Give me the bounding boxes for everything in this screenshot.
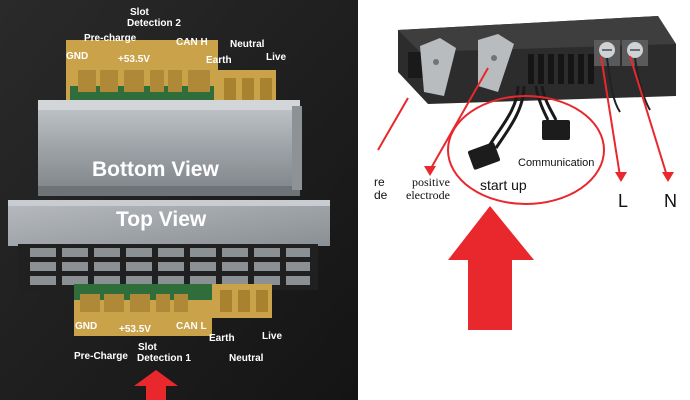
- label-slot-top-1: Slot: [138, 342, 157, 353]
- label-slot-bottom-2: Detection 2: [127, 18, 181, 29]
- wires-and-plugs: [467, 85, 570, 170]
- label-positive-1: positive: [412, 175, 450, 189]
- label-neutral-top: Neutral: [229, 353, 264, 364]
- connector-photo-drawing: [377, 16, 676, 330]
- label-can-h: CAN H: [176, 37, 208, 48]
- label-precharge-top: Pre-Charge: [74, 351, 128, 362]
- top-view-title: Top View: [116, 208, 207, 231]
- fan-grill: [18, 244, 318, 290]
- annotation-arrows: [377, 55, 668, 205]
- label-earth-bottom: Earth: [206, 55, 232, 66]
- label-slot-top-2: Detection 1: [137, 353, 191, 364]
- top-metal-shell: [8, 200, 330, 246]
- label-start-up: start up: [480, 177, 527, 193]
- red-arrow-left: [134, 370, 178, 400]
- metal-tabs: [420, 34, 514, 96]
- label-gnd-top: GND: [75, 321, 98, 332]
- bottom-metal-shell: [38, 100, 302, 196]
- annotation-arrowheads: [424, 166, 674, 182]
- label-earth-top: Earth: [209, 333, 235, 344]
- label-l: L: [618, 191, 629, 211]
- label-slot-bottom-1: Slot: [130, 7, 149, 18]
- top-edge-connector: [74, 284, 272, 336]
- label-communication: Communication: [518, 157, 595, 169]
- label-precharge-bottom: Pre-charge: [84, 33, 137, 44]
- connector-photo-panel: re de positive electrode start up Commun…: [358, 0, 690, 400]
- label-voltage-top: +53.5V: [119, 324, 151, 335]
- label-neutral-bottom: Neutral: [230, 39, 265, 50]
- label-live-top: Live: [262, 331, 283, 342]
- label-voltage-bottom: +53.5V: [118, 54, 150, 65]
- big-red-arrow: [448, 206, 534, 330]
- bottom-edge-connector: [66, 40, 276, 108]
- terminal-screws: [594, 40, 651, 113]
- label-n: N: [664, 191, 677, 211]
- psu-photo-drawing: [0, 0, 358, 400]
- label-gnd-bottom: GND: [66, 51, 89, 62]
- bottom-view-title: Bottom View: [92, 158, 219, 181]
- label-positive-2: electrode: [406, 188, 450, 202]
- label-cut-line1: re: [374, 175, 385, 189]
- label-live-bottom: Live: [266, 52, 287, 63]
- psu-photo-panel: GND Pre-charge +53.5V Slot Detection 2 C…: [0, 0, 358, 400]
- label-cut-line2: de: [374, 188, 388, 202]
- label-can-l: CAN L: [176, 321, 207, 332]
